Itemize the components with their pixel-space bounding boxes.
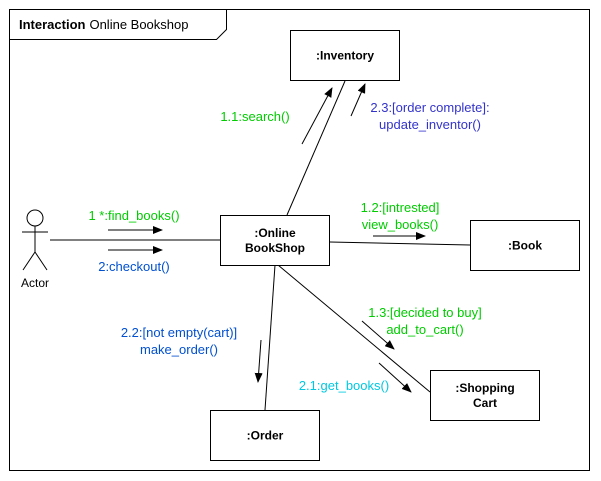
msg-update-line1: 2.3:[order complete]: xyxy=(370,100,489,115)
msg-view-line2: view_books() xyxy=(362,217,439,232)
link-bookshop-book xyxy=(329,241,471,246)
shopping-cart-object xyxy=(430,370,540,421)
msg-view-line1: 1.2:[intrested] xyxy=(361,200,440,215)
actor-icon xyxy=(22,209,48,271)
order-label: :Order xyxy=(247,429,284,443)
bookshop-label-line1: :Online xyxy=(254,226,296,240)
shopping-cart-label-line2: Cart xyxy=(473,396,497,410)
msg-find-books: 1 *:find_books() xyxy=(88,208,179,223)
msg-update-line2: update_inventor() xyxy=(379,117,481,132)
book-label: :Book xyxy=(508,239,542,253)
arrow-get-books xyxy=(378,362,412,393)
arrow-make-order xyxy=(254,339,263,383)
msg-add-line2: add_to_cart() xyxy=(386,322,463,337)
interaction-frame xyxy=(9,9,590,471)
frame-title-tab xyxy=(9,9,227,40)
msg-make-line2: make_order() xyxy=(140,342,218,357)
arrow-add-to-cart xyxy=(361,320,395,350)
arrow-search xyxy=(301,87,333,145)
shopping-cart-label-line1: :Shopping xyxy=(455,381,514,395)
msg-get-books: 2.1:get_books() xyxy=(299,378,389,393)
bookshop-object xyxy=(220,215,330,266)
book-object xyxy=(470,220,580,271)
link-bookshop-order xyxy=(264,264,276,411)
frame-title: Online Bookshop xyxy=(89,17,188,32)
link-bookshop-cart xyxy=(277,264,431,393)
inventory-label: :Inventory xyxy=(316,49,374,63)
msg-search: 1.1:search() xyxy=(220,109,289,124)
frame-keyword: Interaction xyxy=(19,17,86,32)
order-object xyxy=(210,410,320,461)
msg-checkout: 2:checkout() xyxy=(98,259,170,274)
arrow-update-inventory xyxy=(350,83,366,117)
link-bookshop-inventory xyxy=(286,80,346,216)
inventory-object xyxy=(290,30,400,81)
msg-add-line1: 1.3:[decided to buy] xyxy=(368,305,481,320)
msg-make-line1: 2.2:[not empty(cart)] xyxy=(121,325,237,340)
actor-label: Actor xyxy=(21,276,49,290)
bookshop-label-line2: BookShop xyxy=(245,241,305,255)
